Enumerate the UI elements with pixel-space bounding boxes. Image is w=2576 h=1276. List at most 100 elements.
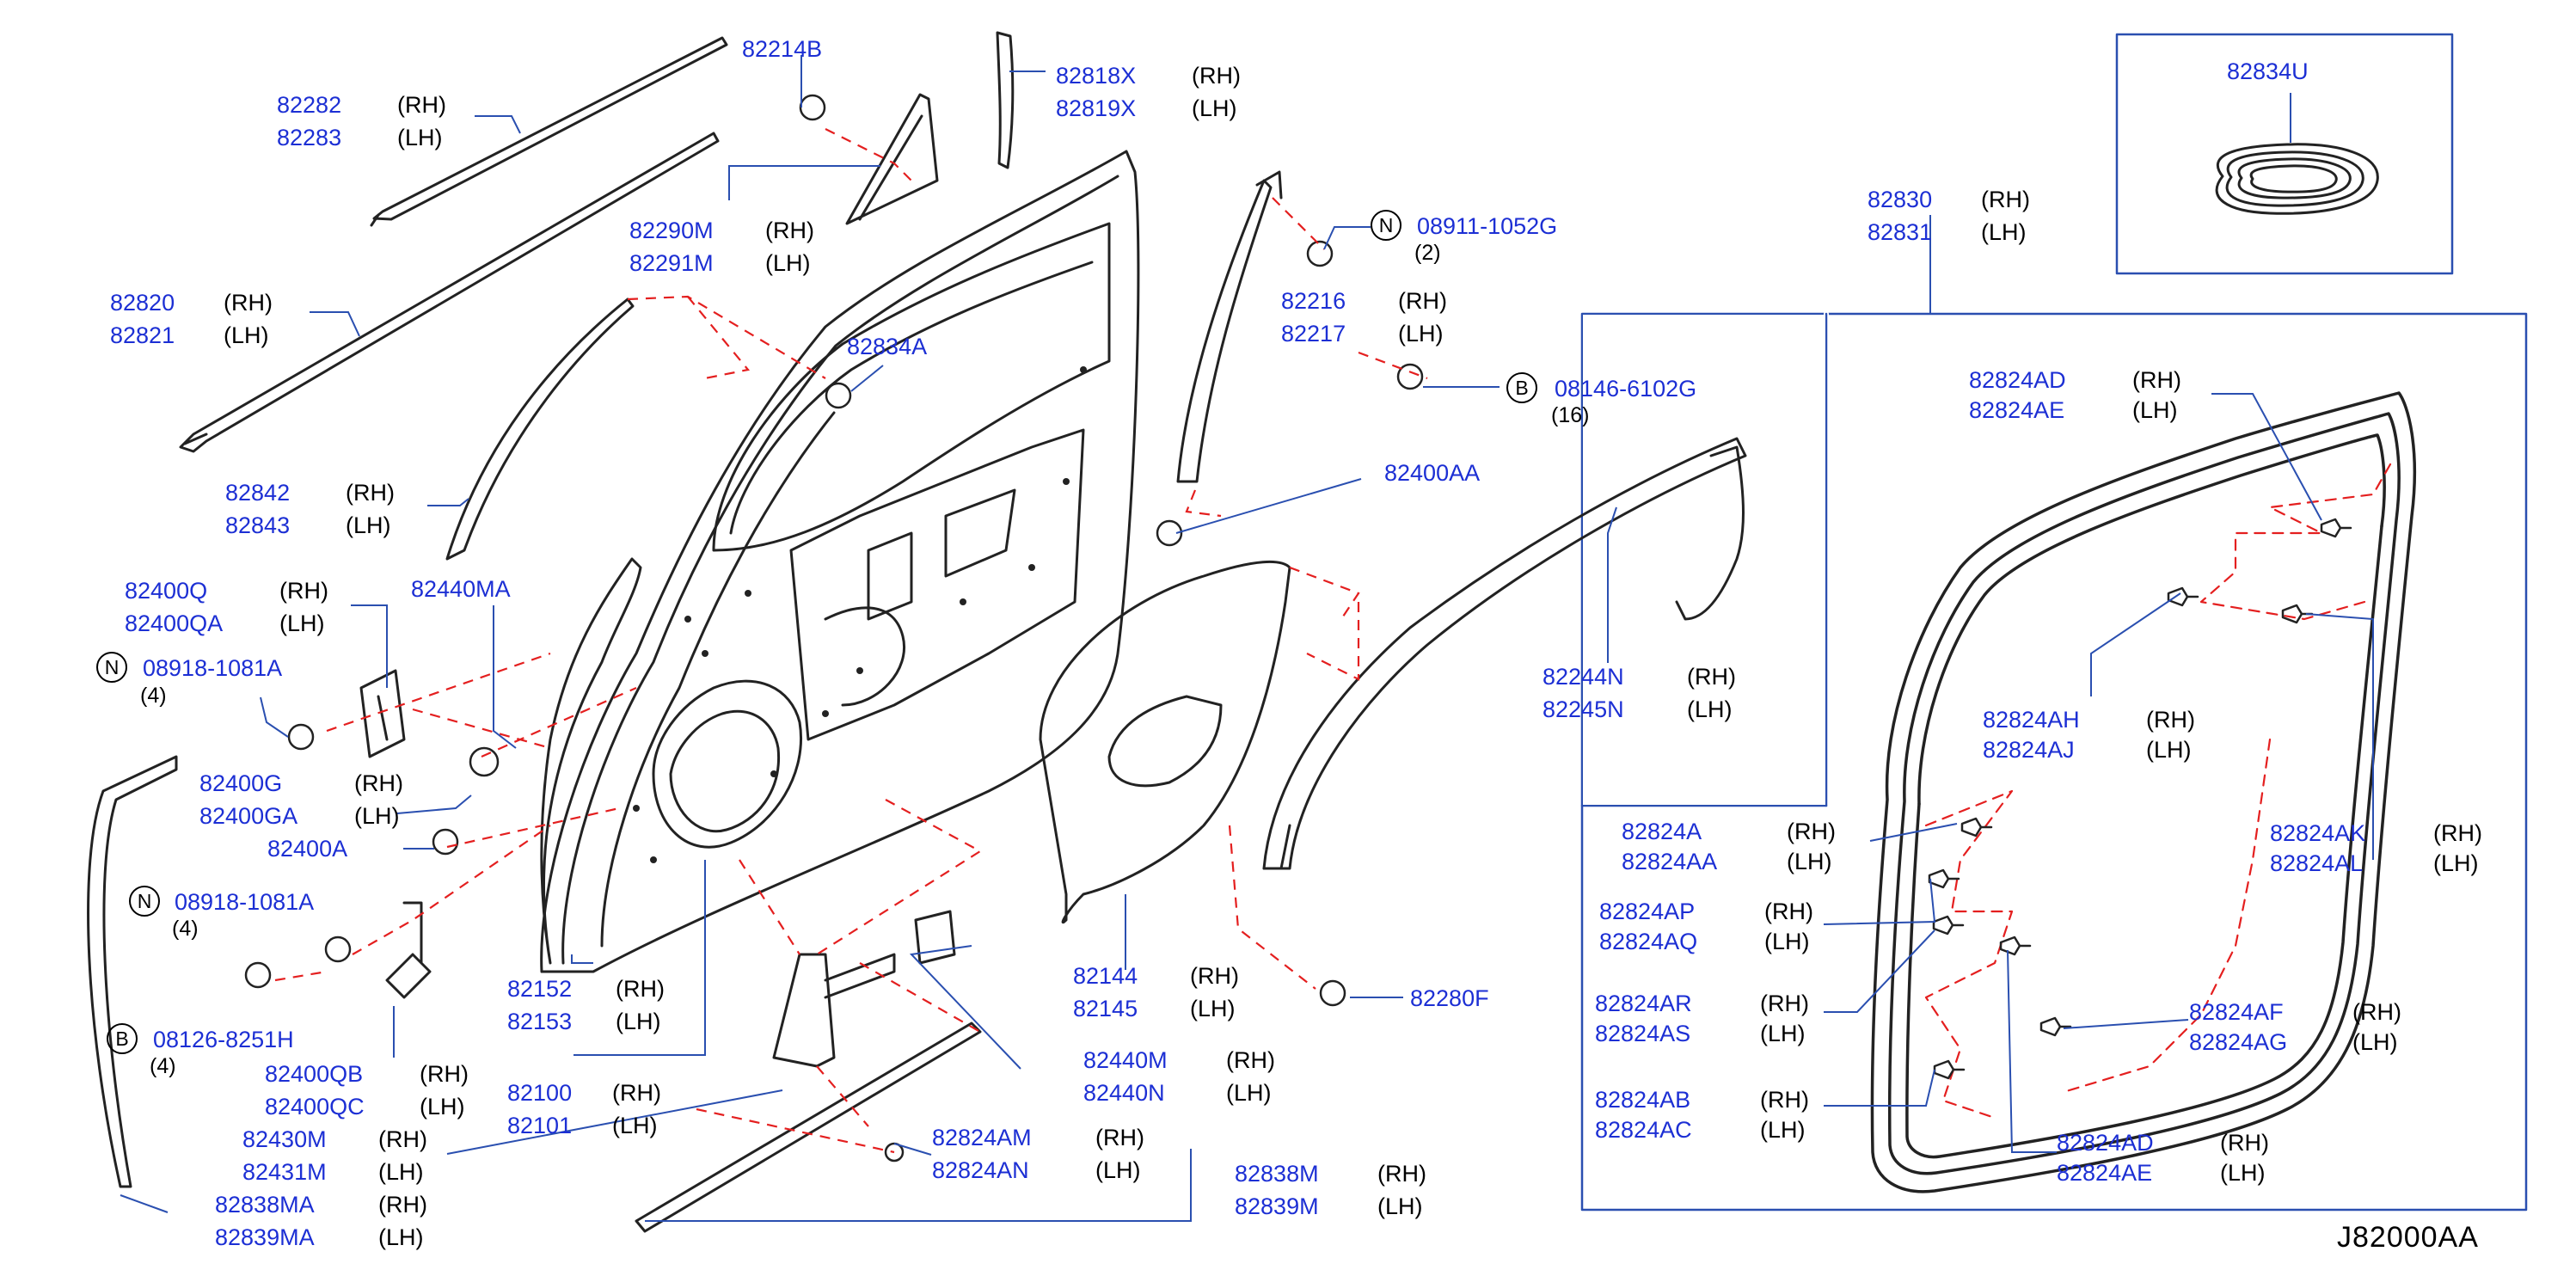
label-82400a: 82400A [267,836,347,862]
part-number: 08126-8251H [153,1027,294,1052]
label-82430m: 82430M(RH) 82431M(LH) [242,1123,427,1188]
side-rh: (RH) [354,770,403,796]
label-82820: 82820(RH) 82821(LH) [110,286,273,352]
side-lh: (LH) [1190,996,1236,1021]
part-number: 82838M [1235,1161,1319,1187]
part-number: 82101 [507,1113,573,1138]
part-number: 82400A [267,836,348,862]
outer-panel-82152 [540,557,642,965]
part-number: 82280F [1410,985,1489,1011]
side-rh: (RH) [224,290,273,316]
label-08146: 08146-6102G [1555,376,1696,402]
check-link-82430m [772,953,896,1068]
weatherstrip-82830 [1870,391,2417,1193]
side-rh: (RH) [616,976,665,1002]
label-82400aa: 82400AA [1384,460,1480,486]
label-82824a: 82824A(RH) 82824AA(LH) [1622,817,1836,877]
side-rh: (RH) [1687,664,1736,690]
part-number: 82824AF [2189,999,2284,1025]
side-rh: (RH) [1190,963,1239,989]
label-82400q: 82400Q(RH) 82400QA(LH) [125,574,328,640]
label-82216: 82216(RH) 82217(LH) [1281,285,1447,350]
qty-08918-b: (4) [172,917,199,941]
side-rh: (RH) [765,218,814,243]
part-number: 82244N [1543,664,1624,690]
part-number: 82831 [1868,219,1933,245]
part-number: 82400QA [125,610,224,636]
part-number: 82214B [742,36,823,62]
circle-b-08126: B [107,1023,138,1054]
sash-82216 [1176,170,1283,483]
fasteners [244,94,1424,1163]
part-number: 82834U [2227,58,2309,84]
circle-n-08918-a: N [96,652,127,683]
side-rh: (RH) [2220,1130,2269,1156]
coiled-seal-82834u [2215,143,2379,215]
part-number: 82824AD [2057,1130,2154,1156]
side-lh: (LH) [765,250,811,276]
label-82400qb: 82400QB(RH) 82400QC(LH) [265,1058,469,1123]
label-08918-b: 08918-1081A [175,889,314,915]
molding-82282 [370,36,728,227]
hinge-82400qb [385,901,432,999]
part-number: 08911-1052G [1417,213,1558,239]
part-number: 82153 [507,1009,573,1034]
part-number: 82100 [507,1080,573,1106]
label-82152: 82152(RH) 82153(LH) [507,972,665,1038]
part-number: 82843 [225,512,291,538]
part-number: 82824AR [1595,991,1692,1016]
part-number: 82216 [1281,288,1346,314]
part-number: 08918-1081A [143,655,283,681]
label-82842: 82842 (RH) 82843 (LH) [225,476,395,542]
label-82440ma: 82440MA [411,576,511,602]
side-lh: (LH) [279,610,325,636]
label-82834a: 82834A [847,334,927,359]
label-82838m: 82838M(RH) 82839M(LH) [1235,1157,1426,1223]
part-number: 82824AQ [1599,929,1698,954]
part-number: 82217 [1281,321,1346,347]
side-lh: (LH) [1760,1021,1806,1046]
label-82100: 82100(RH) 82101(LH) [507,1077,661,1142]
side-lh: (LH) [346,512,391,538]
side-lh: (LH) [2433,850,2479,876]
side-rh: (RH) [346,480,395,506]
part-number: 82400Q [125,578,208,604]
sash-trim-82842 [445,298,635,561]
part-number: 82824AS [1595,1021,1691,1046]
side-lh: (LH) [1787,849,1832,874]
label-82818x: 82818X(RH) 82819X(LH) [1056,59,1241,125]
part-number: 82824AD [1969,367,2066,393]
label-82400g: 82400G(RH) 82400GA(LH) [199,767,403,832]
side-lh: (LH) [616,1009,661,1034]
part-number: 82824AA [1622,849,1718,874]
door-shell-82100 [540,150,1140,973]
part-number: 82291M [629,250,714,276]
part-number: 82824AM [932,1125,1032,1150]
part-number: 82821 [110,322,175,348]
weatherstrip-82838ma [87,755,178,1188]
side-lh: (LH) [2146,737,2192,763]
side-rh: (RH) [1377,1161,1426,1187]
part-number: 82400AA [1384,460,1481,486]
part-number: 82842 [225,480,291,506]
part-number: 82824AG [2189,1029,2288,1055]
part-number: 82834A [847,334,928,359]
side-rh: (RH) [378,1192,427,1218]
weatherstrip-detail-box [1580,312,2528,1212]
side-rh: (RH) [1398,288,1447,314]
part-number: 08146-6102G [1555,376,1697,402]
side-rh: (RH) [420,1061,469,1087]
regulator-82144 [1039,561,1291,924]
part-number: 82824AE [2057,1160,2153,1186]
label-82144: 82144(RH) 82145(LH) [1073,960,1239,1025]
part-number: 82430M [242,1126,327,1152]
side-rh: (RH) [2433,820,2482,846]
part-number: 82283 [277,125,342,150]
side-lh: (LH) [1981,219,2027,245]
side-rh: (RH) [1095,1125,1144,1150]
part-number: 82838MA [215,1192,315,1218]
label-82824ah: 82824AH(RH) 82824AJ(LH) [1983,705,2195,765]
label-82244n: 82244N(RH) 82245N(LH) [1543,660,1736,726]
